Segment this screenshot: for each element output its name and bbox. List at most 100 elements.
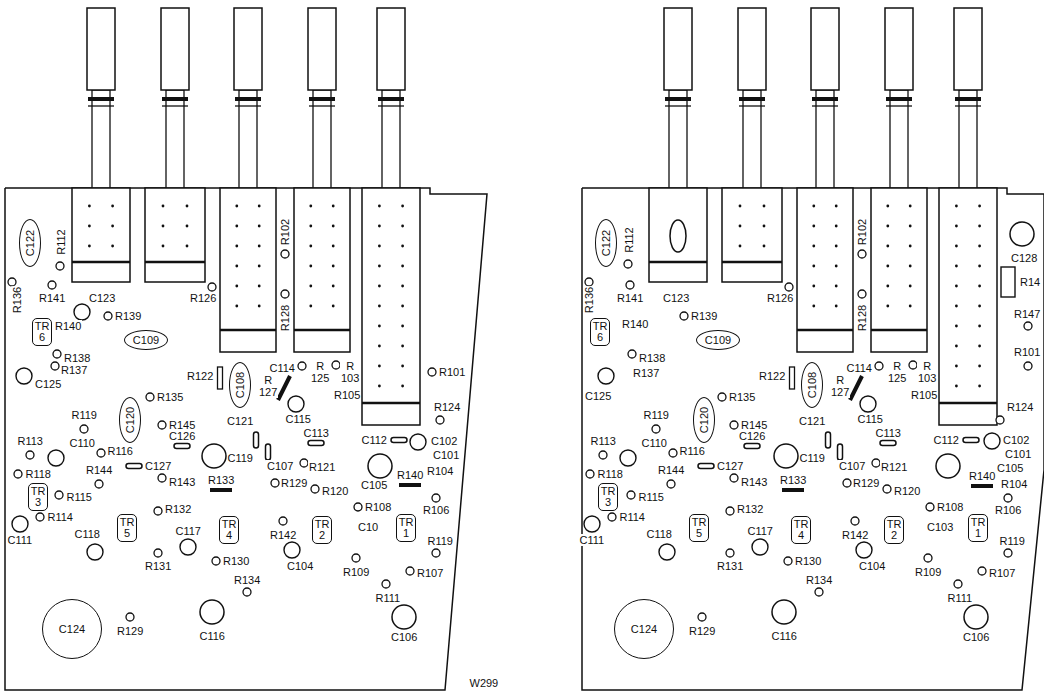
switch-pin (332, 225, 335, 228)
part-label: R116 (679, 445, 706, 457)
button-flange (88, 97, 114, 101)
part-label: R114 (619, 511, 646, 523)
switch-pin (378, 385, 381, 388)
part-label: R 125 (887, 360, 907, 384)
resistor-pad (95, 480, 103, 488)
switch-pin (378, 285, 381, 288)
switch-pin (401, 205, 404, 208)
part-label: C119 (799, 452, 826, 464)
button-shaft (239, 90, 257, 188)
resistor-pad (271, 479, 279, 487)
capacitor-outline (984, 433, 1000, 449)
transistor-outline: TR 1 (396, 514, 416, 542)
part-label: C125 (584, 390, 612, 402)
part-label: R113 (17, 435, 44, 447)
resistor-pad (996, 416, 1004, 424)
button-cap (885, 8, 913, 90)
resistor-pad (858, 250, 866, 258)
part-label: R101 (438, 366, 466, 378)
switch-pin (763, 245, 766, 248)
resistor-pad (626, 281, 634, 289)
capacitor-outline (659, 544, 675, 560)
component-ref: TR 6 (35, 321, 50, 343)
switch-housing (145, 188, 205, 282)
capacitor-outline (87, 544, 103, 560)
switch-pin (909, 265, 912, 268)
transistor-outline: TR 3 (598, 483, 618, 511)
component-ref: C122 (25, 230, 36, 256)
resistor-pad (212, 557, 220, 565)
capacitor-outline (48, 450, 64, 466)
resistor-pad (14, 470, 22, 478)
part-label: C105 (996, 462, 1024, 474)
switch-pin (309, 225, 312, 228)
switch-pin (309, 265, 312, 268)
resistor-pad (726, 507, 734, 515)
switch-bank (72, 8, 420, 425)
part-label: R130 (222, 555, 250, 567)
capacitor-outline: C108 (229, 362, 251, 408)
switch-pin (258, 265, 261, 268)
switch-pin (835, 225, 838, 228)
switch-pin (835, 205, 838, 208)
button-flange (378, 97, 404, 101)
part-label: C106 (962, 631, 990, 643)
capacitor-outline (16, 368, 32, 384)
component-ref: TR 5 (692, 517, 707, 539)
button-flange (162, 97, 188, 101)
resistor-pad (858, 290, 866, 298)
switch-housing (797, 329, 853, 332)
switch-pin (401, 265, 404, 268)
component-ref: TR 5 (120, 517, 135, 539)
capacitor-outline (936, 454, 960, 478)
resistor-pad (352, 554, 360, 562)
switch-pin (812, 305, 815, 308)
capacitor-outline: C120 (693, 397, 715, 443)
capacitor-outline: C122 (19, 219, 41, 267)
transistor-outline: TR 4 (219, 516, 239, 544)
part-label: C127 (716, 460, 744, 472)
part-label: R132 (164, 503, 192, 515)
resistor-pad (883, 485, 891, 493)
resistor-pad (652, 425, 660, 433)
switch-pin (978, 345, 981, 348)
part-label: C111 (7, 534, 34, 546)
button-cap (954, 8, 982, 90)
capacitor-body (698, 464, 714, 469)
resistor-pad (8, 278, 16, 286)
part-label: R140 (54, 320, 82, 332)
component-ref: C124 (59, 624, 85, 635)
component-ref: TR 1 (971, 517, 986, 539)
part-label: R135 (728, 391, 756, 403)
part-label: R 127 (830, 374, 850, 398)
part-label: R140 (396, 469, 424, 481)
component-ref: TR 3 (601, 486, 616, 508)
resistor-pad (872, 459, 880, 467)
switch-pin (401, 345, 404, 348)
part-label: C104 (286, 560, 314, 572)
button-shaft (166, 90, 184, 188)
part-label: C117 (175, 525, 202, 537)
button-shaft (890, 90, 908, 188)
resistor-pad (669, 449, 677, 457)
button-cap (234, 8, 262, 90)
button-cap (811, 8, 839, 90)
capacitor-body (174, 444, 190, 449)
capacitor-outline: C109 (696, 330, 740, 350)
switch-pin (955, 345, 958, 348)
button-flange (886, 105, 912, 106)
component-ref: TR 1 (399, 517, 414, 539)
button-flange (309, 105, 335, 106)
resistor-pad (926, 503, 934, 511)
switch-pin (378, 365, 381, 368)
part-label: R119 (427, 535, 454, 547)
switch-pin (978, 225, 981, 228)
resistor-pad (406, 567, 414, 575)
resistor-pad (36, 513, 44, 521)
switch-pin (812, 205, 815, 208)
switch-pin (258, 305, 261, 308)
capacitor-outline: C120 (119, 397, 141, 443)
capacitor-outline (774, 444, 798, 468)
component-ref: TR 2 (887, 519, 902, 541)
switch-pin (235, 265, 238, 268)
